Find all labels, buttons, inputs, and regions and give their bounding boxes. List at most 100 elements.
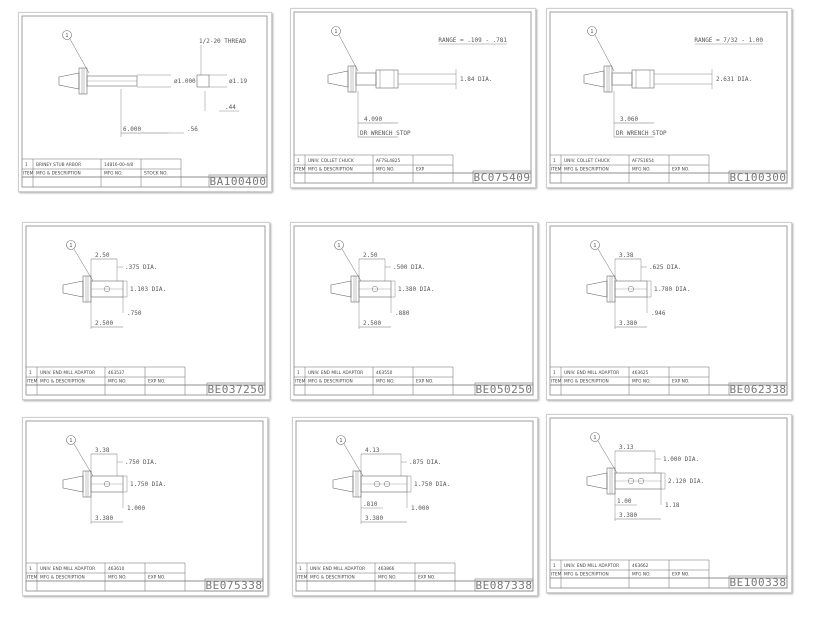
- header-description: MFG & DESCRIPTION: [36, 171, 81, 177]
- callout-balloon: [66, 240, 76, 250]
- flange: [82, 275, 92, 303]
- length-dim-bottom: 3.380: [619, 512, 637, 519]
- row-item-number: 1: [553, 158, 556, 164]
- side-length-dim: .946: [651, 310, 666, 317]
- header-mfg-number: MFG NO.: [376, 167, 395, 173]
- set-screw-hole: [627, 477, 635, 485]
- flange: [606, 275, 616, 303]
- header-extra: EXP NO.: [672, 167, 689, 173]
- collet-nut: [375, 69, 399, 89]
- callout-balloon: [587, 26, 597, 36]
- length-dim-bottom: 3.380: [365, 515, 383, 522]
- sheet-border: [295, 420, 534, 592]
- row-description: UNIV. END MILL ADAPTOR: [40, 566, 95, 572]
- row-description: UNIV. END MILL ADAPTOR: [40, 370, 95, 376]
- header-item: ITEM: [295, 379, 306, 385]
- side-length-dim: 1.000: [127, 505, 145, 512]
- length-dim-bottom: 3.380: [95, 515, 113, 522]
- set-screw-hole: [373, 480, 381, 488]
- outer-diameter-dim: 1.103 DIA.: [130, 286, 166, 293]
- header-mfg-number: MFG NO.: [632, 379, 651, 385]
- outer-diameter-dim: 2.120 DIA.: [668, 478, 704, 485]
- row-item-number: 1: [25, 162, 28, 168]
- header-mfg-number: MFG NO.: [104, 171, 123, 177]
- row-description: BRINEY STUB ARBOR: [36, 162, 81, 168]
- part-code: BC100300: [730, 171, 787, 184]
- row-item-number: 1: [297, 158, 300, 164]
- row-mfg-number: 463625: [632, 370, 649, 376]
- row-description: UNIV. END MILL ADAPTOR: [310, 566, 365, 572]
- length-dim-top: 3.38: [619, 252, 634, 259]
- header-description: MFG & DESCRIPTION: [40, 379, 85, 385]
- part-code: BC075409: [474, 171, 531, 184]
- row-mfg-number: 463662: [632, 563, 649, 569]
- diameter-dim: 2.631 DIA.: [716, 76, 752, 83]
- length-dim: 3.060: [620, 116, 638, 123]
- row-description: UNIV. COLLET CHUCK: [564, 158, 610, 164]
- row-description: UNIV. END MILL ADAPTOR: [564, 563, 619, 569]
- sheet-border: [549, 11, 788, 184]
- collet-body: [611, 72, 633, 86]
- part-code-box: [474, 382, 534, 396]
- part-code-box: [728, 382, 788, 396]
- balloon-number: 1: [593, 243, 596, 249]
- wrench-stop-dim: DR WRENCH STOP: [616, 130, 667, 137]
- sheet-border: [293, 225, 534, 396]
- balloon-number: 1: [337, 243, 340, 249]
- diameter-dim: ø1.000: [174, 78, 196, 85]
- set-screw-hole-2: [637, 477, 645, 485]
- callout-balloon: [331, 26, 341, 36]
- header-extra: STOCK NO.: [144, 171, 168, 177]
- bore-dim: 1.000 DIA.: [663, 456, 699, 463]
- range-label: RANGE = 7/32 - 1.00: [694, 37, 763, 44]
- length-dim-top: 2.50: [95, 252, 110, 259]
- length-dim: 4.090: [364, 116, 382, 123]
- collet-nut: [631, 69, 655, 89]
- set-screw-hole: [627, 285, 635, 293]
- header-description: MFG & DESCRIPTION: [310, 575, 355, 581]
- set-screw-hole: [103, 285, 111, 293]
- length-dim: 6.000: [123, 126, 141, 133]
- row-item-number: 1: [29, 566, 32, 572]
- header-extra: EXP: [416, 167, 425, 173]
- header-mfg-number: MFG NO.: [108, 575, 127, 581]
- part-code-box: [206, 382, 266, 396]
- balloon-number: 1: [65, 33, 68, 39]
- taper-shank: [62, 475, 84, 493]
- taper-shank: [330, 280, 352, 298]
- side-length-dim: .750: [127, 310, 142, 317]
- taper-shank: [586, 472, 608, 490]
- sheet-border: [549, 417, 788, 589]
- callout-balloon: [590, 240, 600, 250]
- header-extra: EXP NO.: [148, 575, 165, 581]
- set-screw-hole-2: [383, 480, 391, 488]
- outer-diameter-dim: 1.780 DIA.: [654, 286, 690, 293]
- row-mfg-number: 14816-00-4/8: [104, 162, 133, 168]
- part-code: BA100400: [210, 175, 267, 188]
- flange: [350, 275, 360, 303]
- sheet-border: [21, 15, 268, 188]
- row-description: UNIV. COLLET CHUCK: [308, 158, 354, 164]
- sheet-border: [293, 11, 532, 184]
- row-mfg-number: 463866: [378, 566, 395, 572]
- header-description: MFG & DESCRIPTION: [308, 167, 353, 173]
- row-mfg-number: 463610: [108, 566, 125, 572]
- taper-shank: [62, 280, 84, 298]
- callout-balloon: [334, 240, 344, 250]
- callout-balloon: [66, 435, 76, 445]
- length-dim-3: .44: [225, 104, 236, 111]
- header-item: ITEM: [27, 575, 38, 581]
- callout-balloon: [590, 432, 600, 442]
- diameter-dim: 1.84 DIA.: [460, 76, 493, 83]
- balloon-number: 1: [590, 29, 593, 35]
